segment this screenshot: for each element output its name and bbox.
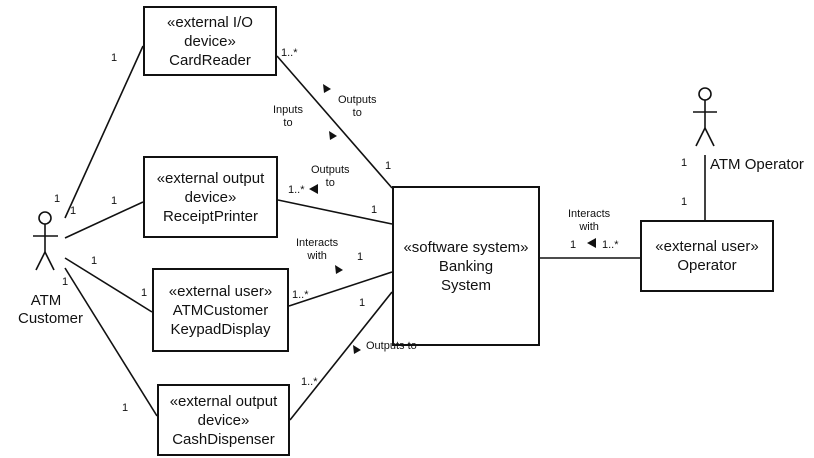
arrow-outputs-to-cardreader — [323, 84, 331, 93]
mult-customer-bottom: 1 — [62, 276, 69, 288]
mult-customer-keypad-a: 1 — [91, 255, 98, 267]
bankingsystem-stereotype: «software system» — [403, 238, 529, 256]
arrow-outputs-to-receiptprinter — [309, 184, 318, 194]
mult-keypad-system: 1 — [357, 251, 364, 263]
mult-customer-top-1: 1 — [54, 193, 61, 205]
keypaddisplay-box: «external user» ATMCustomer KeypadDispla… — [152, 268, 289, 352]
keypaddisplay-name: ATMCustomer — [172, 301, 269, 319]
atm-customer-actor-icon — [33, 211, 58, 271]
cardreader-stereotype: «external I/O — [167, 13, 253, 31]
arrow-interacts-with-keypad — [335, 265, 343, 274]
cardreader-box: «external I/O device» CardReader — [143, 6, 277, 76]
operator-stereotype: «external user» — [655, 238, 759, 255]
mult-cardreader-system: 1 — [385, 160, 392, 172]
arrow-inputs-to-system — [329, 131, 337, 140]
mult-cash-system: 1 — [359, 297, 366, 309]
cashdispenser-name: CashDispenser — [172, 430, 275, 448]
operator-name: Operator — [677, 257, 737, 274]
bankingsystem-name-cont: System — [440, 276, 491, 294]
receiptprinter-stereotype-cont: device» — [184, 188, 237, 206]
receiptprinter-name: ReceiptPrinter — [162, 207, 259, 225]
operator-box: «external user» Operator — [640, 220, 774, 292]
atm-operator-label: ATM Operator — [710, 156, 804, 173]
assoc-customer-keypaddisplay — [64, 257, 153, 313]
receiptprinter-box: «external output device» ReceiptPrinter — [143, 156, 278, 238]
mult-customer-card: 1 — [111, 52, 118, 64]
label-outputs-to-cashdispenser: Outputs to — [366, 340, 417, 352]
cashdispenser-stereotype-cont: device» — [197, 411, 250, 429]
atm-customer-label: ATM Customer — [18, 292, 84, 327]
mult-receiptprinter-system: 1 — [371, 204, 378, 216]
keypaddisplay-stereotype: «external user» — [168, 282, 273, 300]
mult-customer-keypad-b: 1 — [141, 287, 148, 299]
assoc-receiptprinter-system — [277, 199, 393, 225]
atm-operator-actor-icon — [693, 87, 717, 147]
bankingsystem-box: «software system» Banking System — [392, 186, 540, 346]
mult-system-operator: 1 — [570, 239, 577, 251]
cashdispenser-stereotype: «external output — [169, 392, 278, 410]
mult-operator-actor-top: 1 — [681, 157, 688, 169]
assoc-keypad-system — [288, 271, 393, 307]
mult-customer-receipt: 1 — [111, 195, 118, 207]
assoc-cardreader-system — [276, 55, 393, 189]
cardreader-stereotype-cont: device» — [184, 32, 236, 50]
assoc-customer-cashdispenser — [64, 267, 158, 417]
mult-keypad-many: 1..* — [292, 289, 309, 301]
cardreader-name: CardReader — [169, 51, 251, 69]
assoc-customer-cardreader — [64, 45, 144, 219]
bankingsystem-name: Banking — [438, 257, 494, 275]
arrow-outputs-to-cashdispenser — [353, 345, 361, 354]
arrow-interacts-with-operator — [587, 238, 596, 248]
keypaddisplay-name-cont: KeypadDisplay — [170, 320, 271, 338]
assoc-customer-receiptprinter — [64, 201, 144, 239]
assoc-cash-system — [289, 291, 393, 421]
mult-customer-top-2: 1 — [70, 205, 77, 217]
receiptprinter-stereotype: «external output — [156, 169, 265, 187]
mult-operator-many: 1..* — [602, 239, 619, 251]
mult-cardreader-many: 1..* — [281, 47, 298, 59]
cashdispenser-box: «external output device» CashDispenser — [157, 384, 290, 456]
mult-receiptprinter-many: 1..* — [288, 184, 305, 196]
mult-operator-actor-bottom: 1 — [681, 196, 688, 208]
mult-cash-many: 1..* — [301, 376, 318, 388]
mult-customer-cash: 1 — [122, 402, 129, 414]
